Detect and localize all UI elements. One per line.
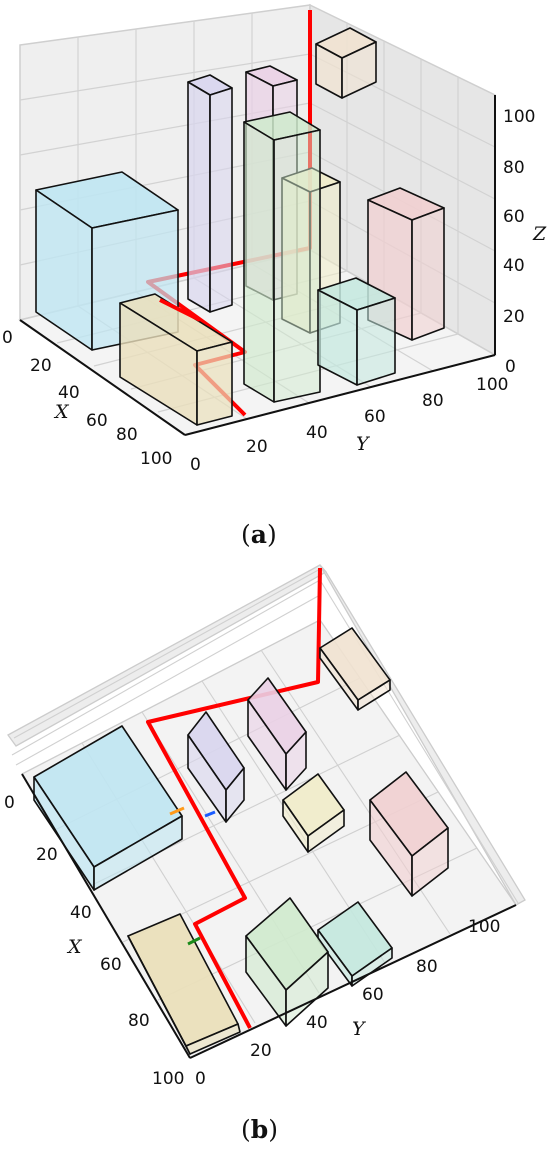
x-tick-label: 40 xyxy=(70,903,92,923)
tan-box xyxy=(119,293,233,426)
x-ticks: 0 20 40 60 80 100 xyxy=(2,328,172,469)
salmon-box xyxy=(369,771,449,897)
z-tick-label: 40 xyxy=(503,256,525,276)
y-tick-label: 100 xyxy=(476,375,508,395)
connectors xyxy=(169,806,216,946)
y-tick-label: 20 xyxy=(246,437,268,457)
x-tick-label: 80 xyxy=(116,425,138,445)
z-tick-label: 100 xyxy=(503,107,535,127)
lavender-box xyxy=(187,74,233,313)
y-tick-label: 20 xyxy=(250,1041,272,1061)
z-axis-label: Z xyxy=(532,223,547,245)
x-tick-label: 0 xyxy=(2,328,13,348)
x-tick-label: 20 xyxy=(30,356,52,376)
green-box xyxy=(243,111,321,403)
x-tick-label: 0 xyxy=(4,793,15,813)
z-tick-label: 60 xyxy=(503,207,525,227)
peach-box xyxy=(319,627,391,711)
z-tick-label: 0 xyxy=(505,357,516,377)
y-tick-label: 0 xyxy=(190,455,201,475)
cream-box xyxy=(282,773,345,853)
panel-b-chart: 0 20 40 60 80 100 0 20 40 60 80 100 X Y xyxy=(4,564,526,1089)
lavender-box xyxy=(187,711,245,823)
x-axis-label: X xyxy=(53,401,70,423)
y-tick-label: 100 xyxy=(468,917,500,937)
axes-lines xyxy=(19,95,496,436)
y-tick-label: 40 xyxy=(306,423,328,443)
route-path xyxy=(146,567,322,1029)
tan-box xyxy=(127,913,241,1055)
z-ticks: 0 20 40 60 80 100 xyxy=(503,107,535,377)
x-ticks: 0 20 40 60 80 100 xyxy=(4,793,184,1089)
x-tick-label: 100 xyxy=(152,1069,184,1089)
panel-a-label: (a) xyxy=(241,520,277,549)
y-ticks: 0 20 40 60 80 100 xyxy=(195,917,500,1089)
x-tick-label: 60 xyxy=(100,955,122,975)
y-ticks: 0 20 40 60 80 100 xyxy=(190,375,508,475)
z-tick-label: 80 xyxy=(503,158,525,178)
x-tick-label: 100 xyxy=(140,449,172,469)
y-tick-label: 0 xyxy=(195,1069,206,1089)
y-tick-label: 60 xyxy=(362,985,384,1005)
x-axis-label: X xyxy=(66,936,83,958)
z-tick-label: 20 xyxy=(503,307,525,327)
panel-a-chart: 0 20 40 60 80 100 0 20 40 60 80 100 0 20… xyxy=(2,3,547,475)
axes-lines xyxy=(21,773,517,1059)
pink-box xyxy=(247,677,307,791)
y-axis-label: Y xyxy=(356,433,371,455)
y-tick-label: 60 xyxy=(364,407,386,427)
cyan-box xyxy=(33,725,183,891)
peach-box xyxy=(315,27,377,99)
y-tick-label: 80 xyxy=(416,957,438,977)
x-tick-label: 80 xyxy=(128,1011,150,1031)
panel-b-label: (b) xyxy=(241,1115,279,1144)
x-tick-label: 20 xyxy=(36,845,58,865)
x-tick-label: 40 xyxy=(58,383,80,403)
route-path-front xyxy=(159,298,201,322)
teal-box xyxy=(317,277,396,386)
y-tick-label: 40 xyxy=(306,1013,328,1033)
y-tick-label: 80 xyxy=(422,391,444,411)
y-axis-label: Y xyxy=(352,1018,367,1040)
x-tick-label: 60 xyxy=(86,411,108,431)
